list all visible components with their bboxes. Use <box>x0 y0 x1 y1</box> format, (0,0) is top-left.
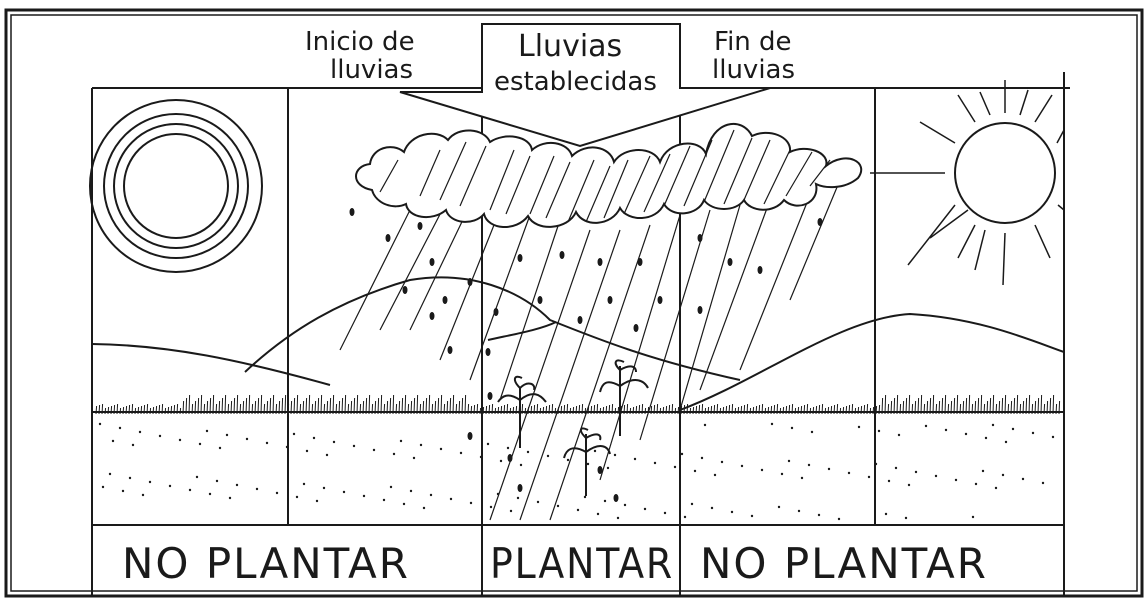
no-plantar-right-label: NO PLANTAR <box>700 539 988 588</box>
ground <box>92 394 1064 521</box>
seedling-2 <box>599 359 649 436</box>
cloud-icon <box>355 122 863 229</box>
rain-icon <box>339 179 841 521</box>
establecidas-label-line1: Lluvias <box>518 29 622 64</box>
seedling-1 <box>497 375 547 448</box>
inicio-label-line1: Inicio de <box>305 27 415 57</box>
no-plantar-left-label: NO PLANTAR <box>122 539 410 588</box>
inicio-label-line2: lluvias <box>330 55 413 85</box>
establecidas-label-line2: establecidas <box>494 67 657 97</box>
bright-sun-icon <box>870 80 1065 286</box>
inner-frame <box>10 14 1138 592</box>
fin-label-line2: lluvias <box>712 55 795 85</box>
seedling-icon <box>497 359 649 496</box>
establecidas-arrow <box>399 23 771 148</box>
outer-frame <box>4 8 1144 598</box>
seedling-3 <box>563 427 611 496</box>
plantar-center-label: PLANTAR <box>490 539 674 588</box>
fin-label-line1: Fin de <box>714 27 792 57</box>
hazy-sun-icon <box>89 99 263 273</box>
hills <box>91 276 1065 411</box>
